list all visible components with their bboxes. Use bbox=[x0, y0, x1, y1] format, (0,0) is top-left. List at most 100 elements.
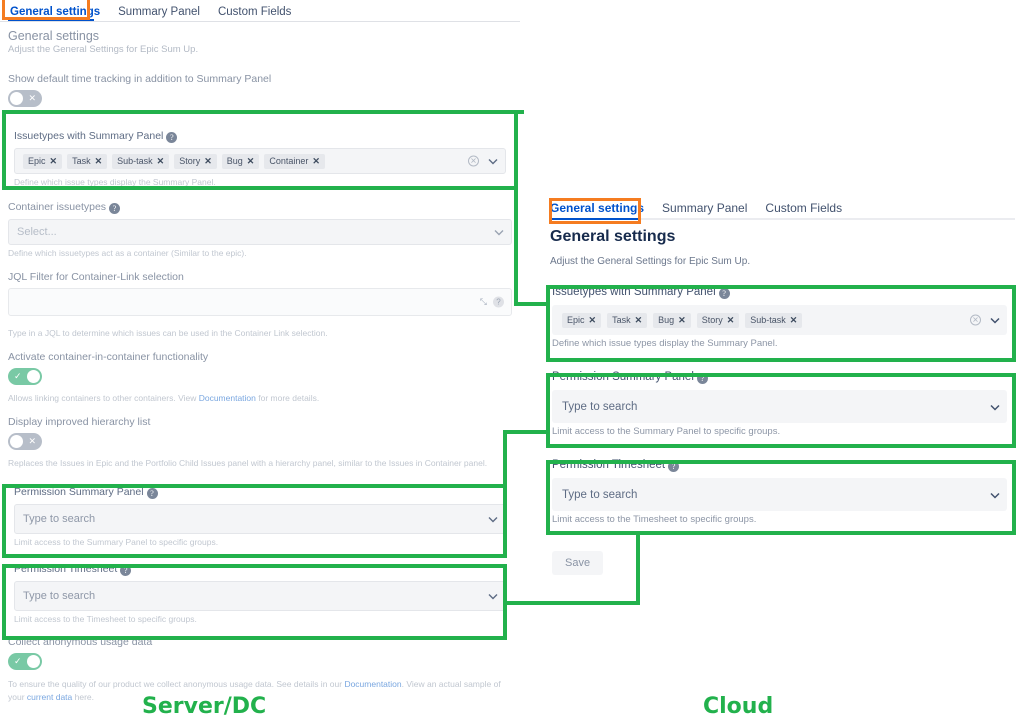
chip-label: Bug bbox=[658, 315, 675, 325]
cloud-panel: General settings Summary Panel Custom Fi… bbox=[540, 196, 1015, 575]
permission-summary-description: Limit access to the Summary Panel to spe… bbox=[14, 537, 219, 547]
chevron-down-icon[interactable] bbox=[990, 316, 1000, 325]
chip-label: Story bbox=[701, 315, 723, 325]
chip-remove-icon[interactable]: ✕ bbox=[312, 155, 320, 166]
issuetypes-description: Define which issue types display the Sum… bbox=[14, 177, 216, 187]
caption-server-dc: Server/DC bbox=[142, 694, 267, 719]
permission-summary-label-text: Permission Summary Panel bbox=[14, 486, 144, 498]
chip-bug[interactable]: Bug✕ bbox=[653, 312, 691, 328]
chip-remove-icon[interactable]: ✕ bbox=[94, 155, 103, 166]
chip-task[interactable]: Task✕ bbox=[607, 312, 648, 328]
chip-epic[interactable]: Epic✕ bbox=[23, 153, 63, 169]
permission-summary-placeholder: Type to search bbox=[23, 513, 96, 525]
tab-general-settings[interactable]: General settings bbox=[10, 6, 101, 18]
cloud-permission-summary-label-text: Permission Summary Panel bbox=[552, 371, 694, 383]
help-icon[interactable]: ? bbox=[146, 488, 158, 499]
chevron-down-icon[interactable] bbox=[488, 157, 498, 166]
tab-custom-fields[interactable]: Custom Fields bbox=[217, 6, 292, 18]
tab-summary-panel[interactable]: Summary Panel bbox=[118, 6, 200, 18]
chip-epic[interactable]: Epic✕ bbox=[562, 312, 602, 328]
permission-timesheet-label: Permission Timesheet? bbox=[8, 563, 512, 576]
desc-post: here. bbox=[72, 691, 95, 702]
chip-label: Story bbox=[179, 156, 201, 166]
cloud-issuetypes-group: Issuetypes with Summary Panel? Epic✕ Tas… bbox=[552, 286, 1007, 349]
help-icon[interactable]: ? bbox=[493, 296, 504, 308]
time-tracking-toggle[interactable]: ✕ bbox=[8, 90, 42, 107]
server-dc-panel: General settings Summary Panel Custom Fi… bbox=[0, 0, 520, 702]
chevron-down-icon[interactable] bbox=[990, 402, 1000, 411]
chip-remove-icon[interactable]: ✕ bbox=[588, 314, 597, 325]
help-icon[interactable]: ? bbox=[668, 461, 680, 472]
chip-remove-icon[interactable]: ✕ bbox=[634, 314, 643, 325]
issuetypes-chip-list: Epic✕ Task✕ Sub-task✕ Story✕ Bug✕ Contai… bbox=[23, 153, 325, 169]
permission-timesheet-label-text: Permission Timesheet bbox=[14, 563, 118, 575]
chip-label: Sub-task bbox=[117, 156, 153, 166]
cloud-tab-summary-panel[interactable]: Summary Panel bbox=[662, 201, 748, 215]
expand-icon[interactable]: ⤡ bbox=[479, 296, 487, 307]
chip-remove-icon[interactable]: ✕ bbox=[49, 155, 58, 166]
help-icon[interactable]: ? bbox=[696, 373, 708, 384]
permission-summary-label: Permission Summary Panel? bbox=[8, 486, 512, 499]
chip-remove-icon[interactable]: ✕ bbox=[204, 155, 212, 166]
chip-remove-icon[interactable]: ✕ bbox=[726, 314, 735, 325]
desc-pre: Allows linking containers to other conta… bbox=[8, 393, 199, 403]
chip-sub-task[interactable]: Sub-task✕ bbox=[745, 312, 803, 328]
cloud-tab-custom-fields[interactable]: Custom Fields bbox=[765, 201, 843, 215]
jql-filter-input[interactable]: ⤡ ? bbox=[8, 288, 512, 316]
cloud-issuetypes-description: Define which issue types display the Sum… bbox=[552, 338, 778, 349]
help-icon[interactable]: ? bbox=[109, 203, 121, 214]
help-icon[interactable]: ? bbox=[120, 565, 132, 576]
container-issuetypes-select[interactable]: Select... bbox=[8, 219, 512, 245]
container-in-container-description: Allows linking containers to other conta… bbox=[8, 393, 512, 403]
toggle-on-icon: ✓ bbox=[14, 656, 22, 666]
page-title: General settings bbox=[8, 29, 100, 43]
help-icon[interactable]: ? bbox=[718, 288, 730, 299]
desc-post: for more details. bbox=[255, 393, 320, 403]
cloud-permission-timesheet-label: Permission Timesheet? bbox=[552, 459, 1007, 472]
cloud-tab-general-settings[interactable]: General settings bbox=[550, 201, 645, 215]
permission-summary-select[interactable]: Type to search bbox=[14, 504, 506, 534]
chip-container[interactable]: Container✕ bbox=[264, 153, 325, 169]
chip-remove-icon[interactable]: ✕ bbox=[156, 155, 165, 166]
chip-story[interactable]: Story✕ bbox=[174, 153, 217, 169]
cloud-permission-timesheet-select[interactable]: Type to search bbox=[552, 478, 1007, 511]
cloud-permission-summary-placeholder: Type to search bbox=[562, 400, 638, 413]
documentation-link[interactable]: Documentation bbox=[344, 679, 402, 689]
save-button[interactable]: Save bbox=[552, 551, 604, 575]
chip-story[interactable]: Story✕ bbox=[696, 312, 740, 328]
documentation-link[interactable]: Documentation bbox=[198, 393, 256, 403]
jql-filter-label: JQL Filter for Container-Link selection bbox=[8, 271, 184, 283]
chevron-down-icon[interactable] bbox=[488, 515, 498, 524]
hierarchy-list-toggle[interactable]: ✕ bbox=[8, 433, 42, 450]
container-issuetypes-placeholder: Select... bbox=[17, 226, 57, 238]
cloud-permission-timesheet-label-text: Permission Timesheet bbox=[552, 459, 666, 471]
chip-remove-icon[interactable]: ✕ bbox=[678, 314, 686, 325]
chip-bug[interactable]: Bug✕ bbox=[221, 153, 260, 169]
cloud-issuetypes-label-text: Issuetypes with Summary Panel bbox=[552, 286, 716, 298]
chip-task[interactable]: Task✕ bbox=[67, 153, 108, 169]
permission-timesheet-select[interactable]: Type to search bbox=[14, 581, 506, 611]
cloud-permission-summary-group: Permission Summary Panel? Type to search… bbox=[552, 371, 1007, 437]
chip-label: Task bbox=[612, 315, 631, 325]
current-data-link[interactable]: current data bbox=[26, 691, 73, 702]
chip-sub-task[interactable]: Sub-task✕ bbox=[112, 153, 170, 169]
cloud-issuetypes-select[interactable]: Epic✕ Task✕ Bug✕ Story✕ Sub-task✕ ✕ bbox=[552, 305, 1007, 335]
toggle-knob bbox=[10, 92, 23, 105]
chip-label: Task bbox=[72, 156, 91, 166]
cloud-permission-summary-select[interactable]: Type to search bbox=[552, 390, 1007, 423]
chip-remove-icon[interactable]: ✕ bbox=[789, 314, 798, 325]
clear-icon[interactable]: ✕ bbox=[468, 155, 479, 167]
active-tab-underline bbox=[8, 19, 94, 21]
chip-remove-icon[interactable]: ✕ bbox=[246, 155, 255, 166]
chevron-down-icon[interactable] bbox=[990, 490, 1000, 499]
cloud-page-title: General settings bbox=[550, 228, 676, 245]
chevron-down-icon[interactable] bbox=[488, 592, 498, 601]
help-icon[interactable]: ? bbox=[166, 132, 178, 143]
issuetypes-select[interactable]: Epic✕ Task✕ Sub-task✕ Story✕ Bug✕ Contai… bbox=[14, 148, 506, 174]
usage-data-toggle[interactable]: ✓ bbox=[8, 653, 42, 670]
chevron-down-icon[interactable] bbox=[494, 228, 504, 237]
hierarchy-list-description: Replaces the Issues in Epic and the Port… bbox=[8, 458, 488, 468]
container-in-container-toggle[interactable]: ✓ bbox=[8, 368, 42, 385]
clear-icon[interactable]: ✕ bbox=[970, 314, 981, 326]
